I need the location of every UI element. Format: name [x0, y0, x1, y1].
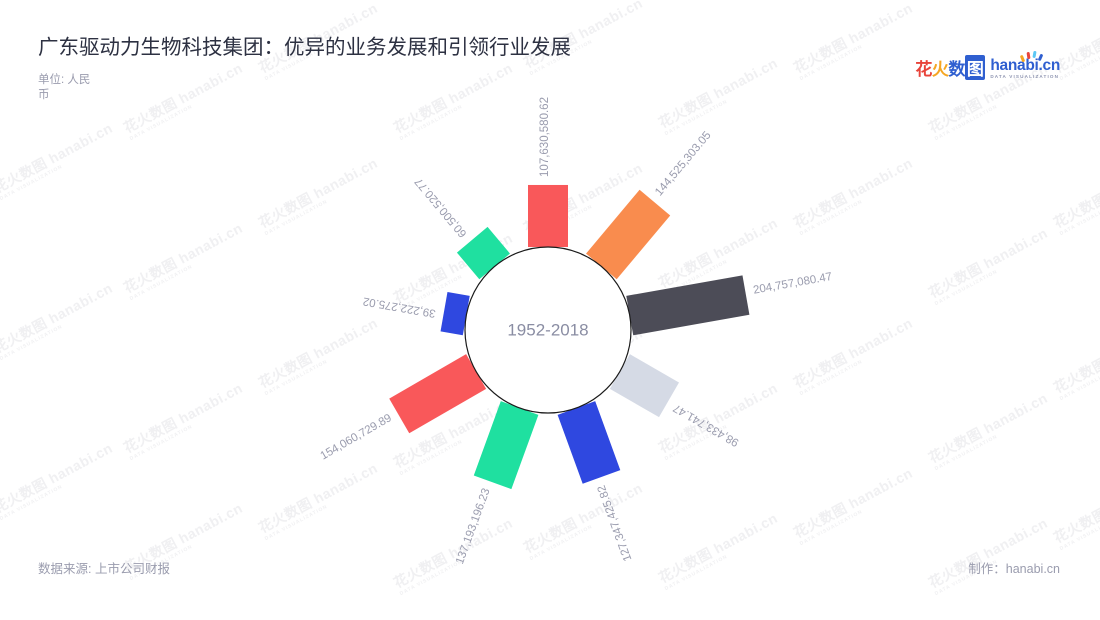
- radial-bar[interactable]: [557, 401, 621, 484]
- logo-char-4: 图: [964, 55, 986, 80]
- radial-bar[interactable]: [586, 189, 671, 280]
- logo-dots-icon: [1019, 50, 1044, 63]
- bar-value-label: 127,347,425.82: [596, 483, 635, 562]
- bars-group: [389, 184, 750, 490]
- logo-en-tagline: DATA VISUALIZATION: [990, 74, 1060, 79]
- unit-subtitle: 单位: 人民币: [38, 74, 91, 101]
- credit: 制作：hanabi.cn: [968, 562, 1060, 576]
- bar-value-label: 154,060,729.89: [319, 412, 394, 462]
- radial-bar[interactable]: [528, 184, 568, 247]
- logo-chinese: 花火数图: [915, 55, 986, 80]
- bar-value-label: 60,500,520.77: [413, 175, 469, 239]
- logo-latin: hanabi.cn DATA VISUALIZATION: [990, 50, 1060, 80]
- bar-value-label: 107,630,580.62: [539, 97, 551, 177]
- radial-bar[interactable]: [626, 275, 750, 336]
- brand-logo: 花火数图 hanabi.cn DATA VISUALIZATION: [915, 50, 1060, 80]
- bar-value-label: 137,193,196.23: [454, 487, 493, 566]
- page-title: 广东驱动力生物科技集团：优异的业务发展和引领行业发展: [38, 36, 571, 59]
- logo-char-2: 火: [931, 60, 949, 79]
- bar-value-label: 39,222,275.02: [362, 295, 437, 320]
- data-source: 数据来源: 上市公司财报: [38, 562, 170, 576]
- bar-value-label: 98,433,741.47: [671, 401, 741, 448]
- center-circle: [464, 246, 632, 414]
- bar-value-label: 144,525,303.05: [653, 129, 714, 198]
- radial-bar[interactable]: [389, 354, 487, 434]
- bar-value-label: 204,757,080.47: [752, 271, 833, 297]
- radial-bar[interactable]: [456, 226, 510, 280]
- logo-char-3: 数: [948, 60, 965, 79]
- logo-en-text: hanabi.cn: [990, 57, 1060, 74]
- radial-bar[interactable]: [440, 291, 470, 336]
- header: 广东驱动力生物科技集团：优异的业务发展和引领行业发展 单位: 人民币: [38, 34, 571, 103]
- center-label: 1952-2018: [507, 320, 588, 339]
- radial-bar[interactable]: [609, 354, 680, 418]
- logo-char-1: 花: [915, 60, 932, 79]
- radial-bar[interactable]: [473, 401, 539, 490]
